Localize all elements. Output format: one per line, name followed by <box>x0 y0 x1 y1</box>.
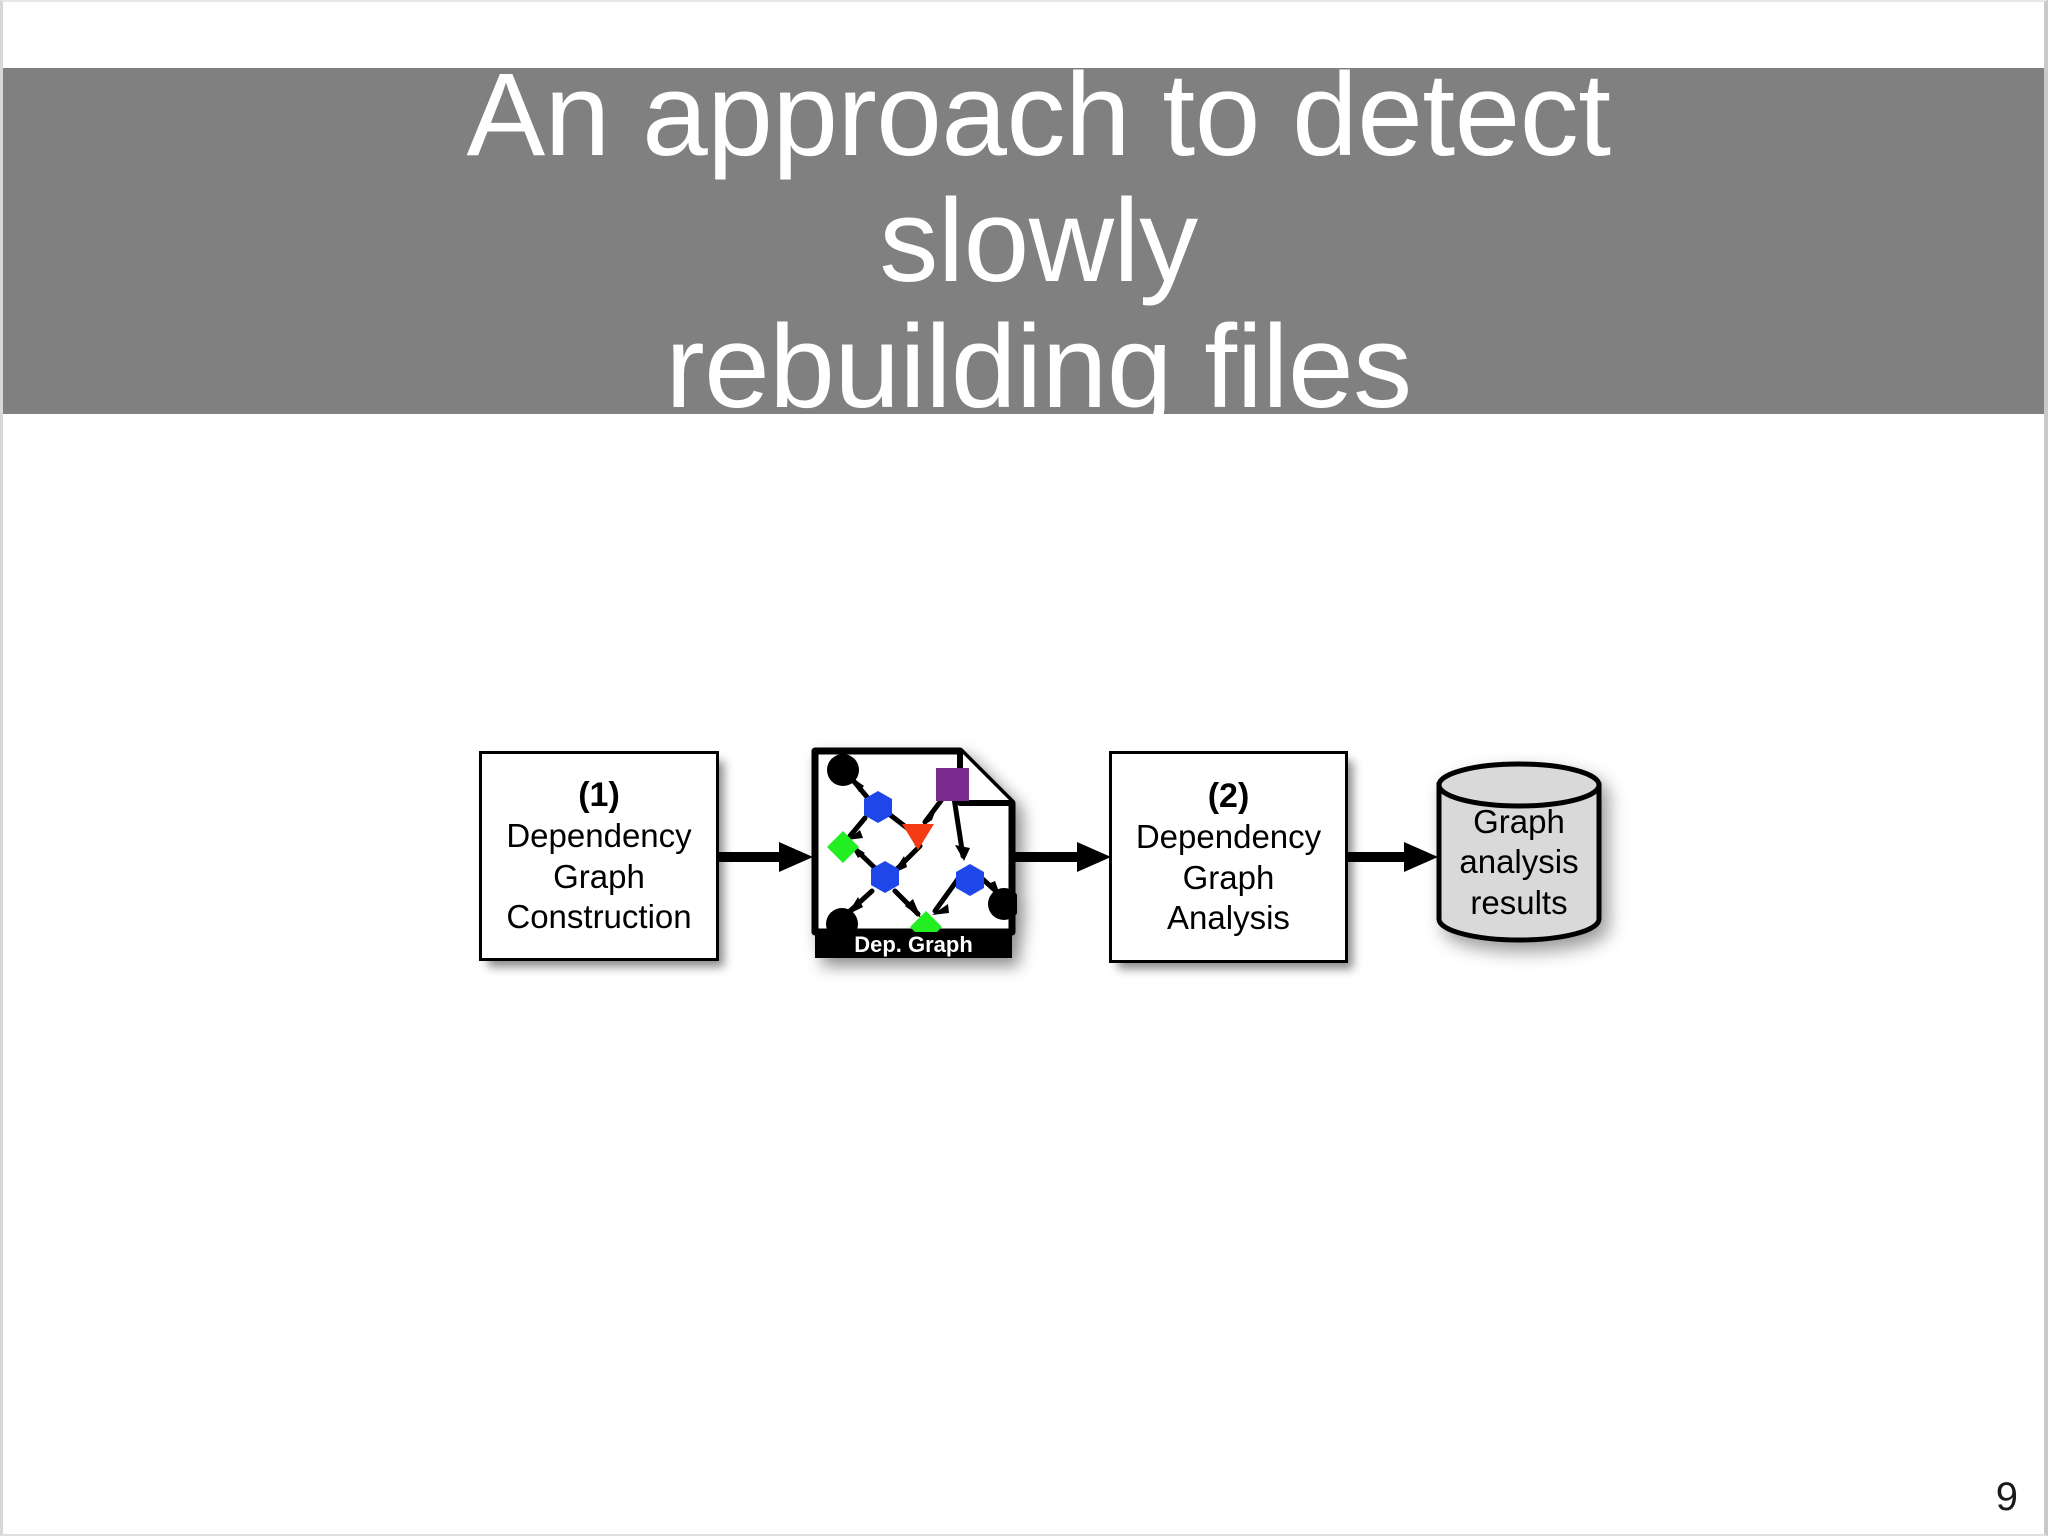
process-box-label: Dependency Graph Construction <box>506 817 692 935</box>
process-box-label: Dependency Graph Analysis <box>1135 818 1322 936</box>
slide-title-band: An approach to detect slowly rebuilding … <box>3 52 2044 430</box>
dep-graph-document-icon[interactable]: Dep. Graph <box>810 746 1017 963</box>
database-cylinder-graph-analysis-results[interactable] <box>1433 759 1605 945</box>
page-title: An approach to detect slowly rebuilding … <box>466 48 1611 434</box>
arrow-construction-to-graph <box>719 834 815 880</box>
process-box-dependency-graph-construction[interactable]: (1) Dependency Graph Construction <box>479 751 719 961</box>
svg-text:Dep. Graph: Dep. Graph <box>854 932 973 957</box>
arrow-graph-to-analysis <box>1015 834 1113 880</box>
arrow-analysis-to-results <box>1348 834 1440 880</box>
process-box-number: (2) <box>1207 776 1250 815</box>
page-number: 9 <box>1995 1475 2018 1519</box>
database-label: Graph analysis results <box>1459 803 1579 921</box>
pipeline-diagram: (1) Dependency Graph Construction <box>3 2 2048 1538</box>
process-box-number: (1) <box>578 775 620 814</box>
process-box-dependency-graph-analysis[interactable]: (2) Dependency Graph Analysis <box>1109 751 1348 963</box>
